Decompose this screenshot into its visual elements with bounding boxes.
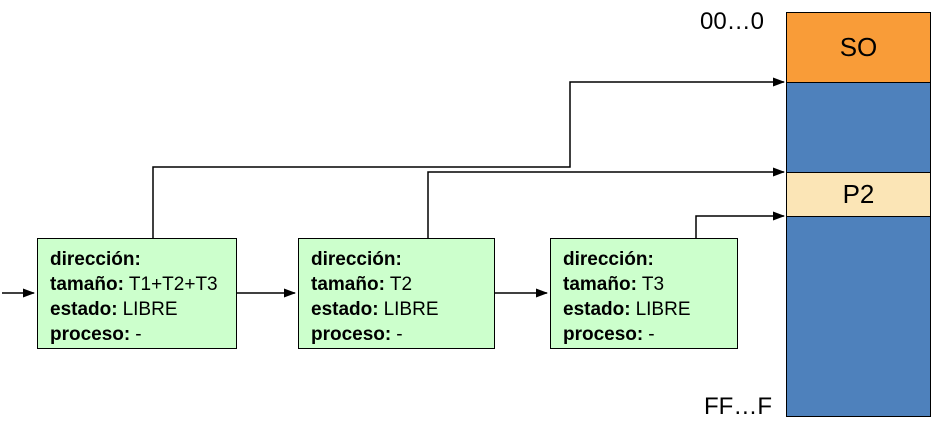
field-label: tamaño:	[311, 274, 385, 295]
field-value: -	[648, 324, 655, 345]
address-label-bottom: FF…F	[704, 393, 772, 420]
field-value: T3	[641, 274, 665, 295]
field-value: -	[396, 324, 403, 345]
free-block-node-2: dirección: tamaño:T2 estado:LIBRE proces…	[298, 238, 495, 349]
field-label: tamaño:	[50, 274, 124, 295]
pointer-node1-to-memory	[152, 77, 785, 238]
segment-label: P2	[842, 179, 875, 209]
free-block-node-3: dirección: tamaño:T3 estado:LIBRE proces…	[550, 238, 738, 349]
field-value: -	[135, 324, 142, 345]
field-label: estado:	[563, 299, 631, 320]
node-field: proceso:-	[50, 322, 236, 347]
field-label: dirección:	[311, 249, 402, 270]
field-label: dirección:	[563, 249, 654, 270]
memory-segment-free-2	[787, 217, 930, 416]
field-label: estado:	[311, 299, 379, 320]
field-value: T2	[389, 274, 413, 295]
node-field: dirección:	[563, 247, 737, 272]
node-field: dirección:	[50, 247, 236, 272]
node-field: proceso:-	[563, 322, 737, 347]
address-label-top: 00…0	[699, 8, 765, 35]
node-field: estado:LIBRE	[311, 297, 494, 322]
field-label: estado:	[50, 299, 118, 320]
node-field: estado:LIBRE	[50, 297, 236, 322]
field-value: T1+T2+T3	[128, 274, 218, 295]
field-label: proceso:	[311, 324, 392, 345]
field-label: tamaño:	[563, 274, 637, 295]
memory-map-bar: SO P2	[786, 12, 931, 417]
field-label: dirección:	[50, 249, 141, 270]
free-block-node-1: dirección: tamaño:T1+T2+T3 estado:LIBRE …	[37, 238, 237, 349]
memory-segment-so: SO	[787, 13, 930, 83]
node-field: tamaño:T2	[311, 272, 494, 297]
memory-segment-p2: P2	[787, 173, 930, 217]
field-value: LIBRE	[122, 299, 178, 320]
node-field: dirección:	[311, 247, 494, 272]
field-value: LIBRE	[635, 299, 691, 320]
node-field: estado:LIBRE	[563, 297, 737, 322]
field-value: LIBRE	[383, 299, 439, 320]
field-label: proceso:	[563, 324, 644, 345]
node-field: proceso:-	[311, 322, 494, 347]
node-field: tamaño:T3	[563, 272, 737, 297]
memory-segment-free-1	[787, 83, 930, 173]
segment-label: SO	[839, 32, 878, 62]
field-label: proceso:	[50, 324, 131, 345]
node-field: tamaño:T1+T2+T3	[50, 272, 236, 297]
